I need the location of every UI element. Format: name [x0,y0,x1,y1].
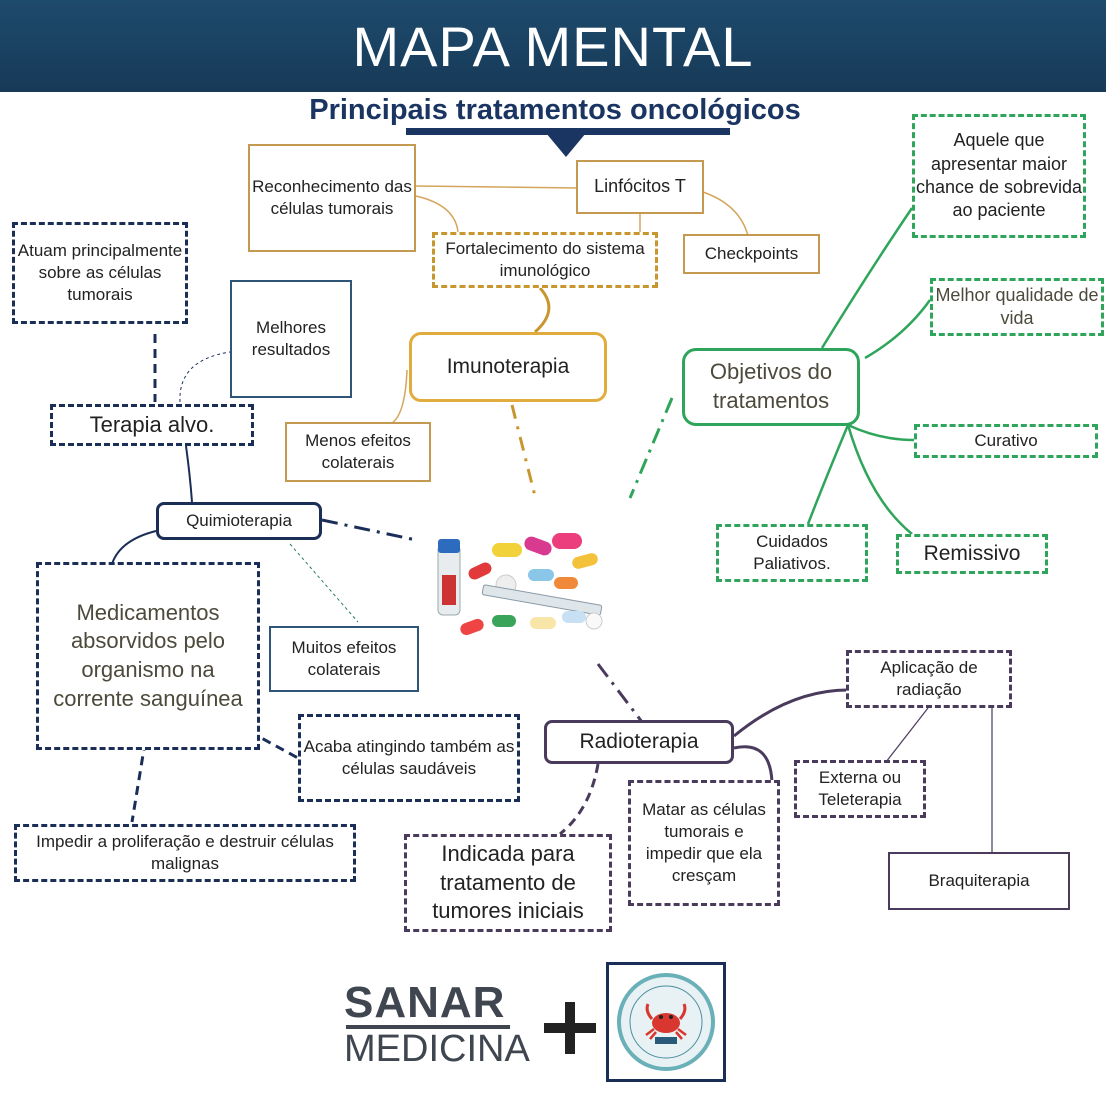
subtitle: Principais tratamentos oncológicos [309,94,801,126]
node-reconhecimento: Reconhecimento das células tumorais [248,144,416,252]
node-medicamentos: Medicamentos absorvidos pelo organismo n… [36,562,260,750]
link-imuno-menos-efeitos [387,369,408,426]
node-acaba-atingindo: Acaba atingindo também as células saudáv… [298,714,520,802]
link-radio-indicada [559,763,600,836]
link-objetivos-melhor [864,299,932,360]
subtitle-underline [406,128,730,135]
node-aquele-que: Aquele que apresentar maior chance de so… [912,114,1086,238]
node-imunoterapia: Imunoterapia [409,332,607,402]
crab-icon [629,985,703,1059]
node-atuam: Atuam principalmente sobre as células tu… [12,222,188,324]
link-center-objetivos [628,397,674,499]
node-quimioterapia: Quimioterapia [156,502,322,540]
node-radioterapia: Radioterapia [544,720,734,764]
sanar-logo-rule [346,1025,510,1029]
link-reconhecimento-linfocitos [415,185,579,189]
node-linfocitos-t: Linfócitos T [576,160,704,214]
link-aplicacao-externa [885,707,929,763]
medicine-pills-icon [432,525,622,645]
link-linfocitos-checkpoints [702,191,749,237]
node-curativo: Curativo [914,424,1098,458]
link-quimio-medicamentos [111,530,157,565]
node-menos-efeitos: Menos efeitos colaterais [285,422,431,482]
node-melhor-qualidade: Melhor qualidade de vida [930,278,1104,336]
link-terapia-quimio [185,445,193,503]
node-externa-teleterapia: Externa ou Teleterapia [794,760,926,818]
seal-circle [617,973,715,1071]
link-objetivos-remissivo [846,424,913,535]
node-melhores-resultados: Melhores resultados [230,280,352,398]
node-indicada-tratamento: Indicada para tratamento de tumores inic… [404,834,612,932]
link-imunoterapia-center [510,404,538,501]
node-impedir-proliferacao: Impedir a proliferação e destruir célula… [14,824,356,882]
league-seal-logo [606,962,726,1082]
link-terapia-melhores [179,351,231,403]
link-radio-aplicacao [733,688,849,738]
node-braquiterapia: Braquiterapia [888,852,1070,910]
node-aplicacao-radiacao: Aplicação de radiação [846,650,1012,708]
node-objetivos: Objetivos do tratamentos [682,348,860,426]
node-matar-celulas: Matar as células tumorais e impedir que … [628,780,780,906]
page-title: MAPA MENTAL [352,15,754,78]
link-objetivos-cuidados [806,424,850,525]
node-fortalecimento: Fortalecimento do sistema imunológico [432,232,658,288]
header-banner: MAPA MENTAL [0,0,1106,92]
sanar-logo-line2: MEDICINA [344,1028,530,1070]
sanar-logo-line1: SANAR [344,978,506,1027]
node-muitos-efeitos: Muitos efeitos colaterais [269,626,419,692]
link-fortalecimento-imunoterapia [533,286,551,334]
link-objetivos-curativo [847,423,915,442]
node-checkpoints: Checkpoints [683,234,820,274]
link-center-radio [596,663,644,723]
node-terapia-alvo: Terapia alvo. [50,404,254,446]
node-cuidados-paliativos: Cuidados Paliativos. [716,524,868,582]
link-quimio-center [321,518,417,542]
link-radio-matar [733,745,774,783]
node-remissivo: Remissivo [896,534,1048,574]
link-reconhecimento-fortalecimento [415,195,459,233]
link-quimio-muitos-efeitos [289,543,359,623]
plus-icon [544,1002,596,1054]
subtitle-arrow-icon [546,133,586,157]
link-objetivos-aquele [820,207,914,349]
